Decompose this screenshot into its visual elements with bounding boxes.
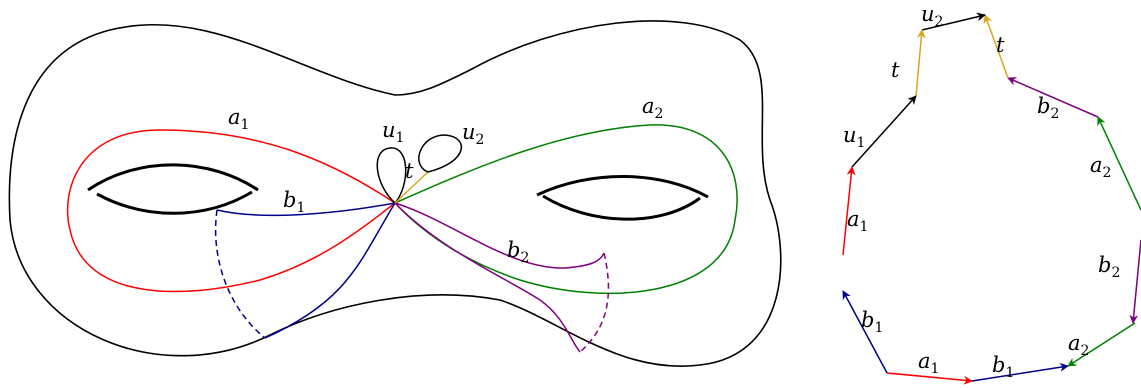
polygon-edge-label-11: a1 (847, 207, 868, 235)
left-handle-hole (87, 163, 259, 215)
surface-outline (8, 20, 782, 367)
polygon-edge-label-6: b2 (1037, 94, 1059, 122)
curve-a2 (394, 124, 738, 295)
curve-b2-hidden (579, 252, 610, 353)
polygon-edge-label-8: u2 (921, 2, 943, 30)
polygon-edge-8 (921, 12, 986, 31)
curve-b2-back (394, 202, 581, 353)
polygon-edge-label-9: t (891, 58, 900, 82)
curve-b2 (394, 202, 605, 269)
polygon-edge-label-10: u1 (843, 123, 865, 151)
polygon-edge-label-1: a1 (918, 349, 939, 377)
surface-drawing: a1 b1 a2 b2 u1 u2 t (8, 20, 782, 367)
label-b2: b2 (507, 238, 529, 266)
curve-u1 (376, 147, 407, 204)
polygon-edge-10 (851, 95, 917, 168)
curve-u2 (418, 134, 463, 173)
polygon-edge-11 (842, 166, 856, 256)
curve-b1-hidden (214, 209, 266, 339)
label-t: t (405, 159, 414, 183)
polygon-edge-9 (915, 29, 926, 97)
right-handle-hole (536, 175, 709, 221)
polygon-edge-label-7: t (996, 33, 1005, 57)
polygon-edge-label-12: b1 (861, 308, 883, 336)
polygon-edge-2 (971, 362, 1069, 382)
polygon-edge-7 (983, 14, 1009, 79)
curve-b1-back (264, 202, 396, 339)
curve-a1 (66, 129, 396, 293)
polygon-edge-1 (886, 372, 973, 385)
label-u1: u1 (382, 118, 404, 146)
label-a2: a2 (642, 94, 663, 122)
fundamental-polygon: a1 b1 a2 b2 a2 b2 t u2 t u1 a1 b1 (842, 2, 1141, 385)
polygon-edge-label-4: b2 (1098, 253, 1120, 281)
polygon-edge-12 (842, 290, 888, 374)
curve-t (394, 171, 429, 204)
label-b1: b1 (283, 188, 305, 216)
polygon-edge-label-2: b1 (992, 353, 1014, 381)
curve-b1 (216, 202, 396, 217)
polygon-edge-label-3: a2 (1068, 331, 1089, 359)
polygon-edge-5 (1097, 116, 1141, 211)
polygon-edge-label-5: a2 (1090, 153, 1111, 181)
label-u2: u2 (462, 120, 484, 148)
polygon-edge-6 (1007, 77, 1099, 118)
label-a1: a1 (228, 105, 249, 133)
polygon-edge-4 (1129, 239, 1141, 324)
polygon-edge-3 (1067, 322, 1136, 367)
